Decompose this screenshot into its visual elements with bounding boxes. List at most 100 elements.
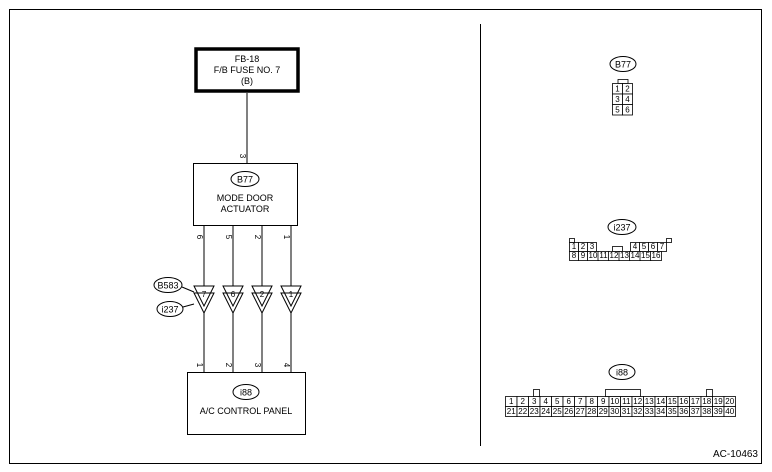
panel-pin: 4	[282, 363, 291, 368]
pin-number: 39	[714, 407, 723, 416]
pin-number: 24	[541, 407, 550, 416]
pin-number: 5	[642, 242, 647, 251]
pin-number: 23	[530, 407, 539, 416]
pin-number: 4	[544, 397, 549, 406]
actuator-title-1: MODE DOOR	[217, 193, 274, 203]
pin-number: 31	[622, 407, 631, 416]
pin-number: 13	[620, 251, 629, 260]
pin-number: 3	[615, 95, 620, 104]
pin-number: 3	[532, 397, 537, 406]
pin-number: 5	[555, 397, 560, 406]
junction-label-a: B583	[157, 281, 178, 291]
connector-symbol: 2	[251, 285, 273, 315]
key-tab	[666, 238, 672, 243]
junction-connector-symbols: 7 6 2 1	[193, 285, 302, 315]
pin-cell	[650, 251, 662, 261]
svg-text:7: 7	[202, 290, 207, 299]
pin-number: 7	[660, 242, 665, 251]
pin-cell	[657, 242, 667, 252]
pin-number: 5	[615, 106, 620, 115]
pin-number: 12	[610, 251, 619, 260]
connector-symbol: 7	[193, 285, 215, 315]
pin-number: 7	[578, 397, 583, 406]
pin-number: 37	[691, 407, 700, 416]
actuator-title-2: ACTUATOR	[221, 204, 270, 214]
pin-number: 14	[656, 397, 665, 406]
figure-reference: AC-10463	[713, 449, 758, 460]
junction-badge-b	[156, 301, 184, 317]
key-tab	[533, 389, 540, 397]
pin-number: 6	[567, 397, 572, 406]
b77-lock-tab	[617, 79, 629, 84]
pin-number: 6	[625, 106, 630, 115]
pin-number: 26	[564, 407, 573, 416]
pin-number: 28	[587, 407, 596, 416]
fuse-circuit: (B)	[241, 76, 253, 86]
pin-number: 13	[645, 397, 654, 406]
actuator-pin: 2	[253, 235, 262, 240]
b77-badge	[609, 56, 637, 72]
junction-badge-a	[153, 277, 183, 293]
pin-number: 18	[702, 397, 711, 406]
panel-connector-label: i88	[240, 388, 252, 398]
key-tab	[706, 389, 713, 397]
pin-cell	[622, 104, 633, 116]
pin-number: 21	[507, 407, 516, 416]
pin-number: 9	[581, 251, 586, 260]
mode-door-actuator: B77 MODE DOOR ACTUATOR	[193, 163, 298, 226]
pin-number: 16	[652, 251, 661, 260]
pin-number: 20	[725, 397, 734, 406]
pin-number: 3	[590, 242, 595, 251]
fuse-box: FB-18 F/B FUSE NO. 7 (B)	[194, 47, 300, 93]
actuator-connector-badge	[230, 171, 260, 187]
pin-number: 9	[601, 397, 606, 406]
panel-connector-badge	[232, 384, 260, 400]
svg-text:6: 6	[231, 290, 236, 299]
key-tab	[569, 238, 575, 243]
actuator-pin-top: 3	[238, 154, 247, 159]
pin-number: 38	[702, 407, 711, 416]
i237-face-label: i237	[613, 223, 630, 233]
pin-number: 12	[633, 397, 642, 406]
pin-number: 2	[581, 242, 586, 251]
actuator-pin: 1	[282, 235, 291, 240]
i237-badge	[607, 219, 637, 235]
panel-pin: 3	[253, 363, 262, 368]
pin-number: 2	[625, 85, 630, 94]
fuse-id: FB-18	[235, 54, 260, 64]
panel-pin: 2	[224, 363, 233, 368]
pin-number: 30	[610, 407, 619, 416]
svg-text:2: 2	[260, 290, 265, 299]
leader-a	[181, 286, 195, 293]
pin-number: 11	[599, 251, 608, 260]
pin-number: 25	[553, 407, 562, 416]
pin-number: 8	[572, 251, 577, 260]
pin-number: 2	[521, 397, 526, 406]
pin-number: 4	[633, 242, 638, 251]
panel-title: A/C CONTROL PANEL	[200, 406, 293, 416]
pin-number: 32	[633, 407, 642, 416]
junction-label-b: i237	[161, 305, 178, 315]
i88-badge	[608, 364, 636, 380]
pin-cell	[723, 406, 736, 417]
actuator-pin: 5	[224, 235, 233, 240]
diagram-frame	[9, 9, 762, 464]
pin-number: 34	[656, 407, 665, 416]
pin-number: 10	[610, 397, 619, 406]
pin-number: 15	[668, 397, 677, 406]
pin-number: 1	[572, 242, 577, 251]
panel-pin: 1	[195, 363, 204, 368]
pin-number: 14	[631, 251, 640, 260]
pin-number: 4	[625, 95, 630, 104]
fuse-name: F/B FUSE NO. 7	[214, 65, 281, 75]
pin-number: 19	[714, 397, 723, 406]
pin-number: 17	[691, 397, 700, 406]
actuator-pin: 6	[195, 235, 204, 240]
i88-face-label: i88	[616, 368, 628, 378]
pin-number: 1	[615, 85, 620, 94]
pin-number: 36	[679, 407, 688, 416]
